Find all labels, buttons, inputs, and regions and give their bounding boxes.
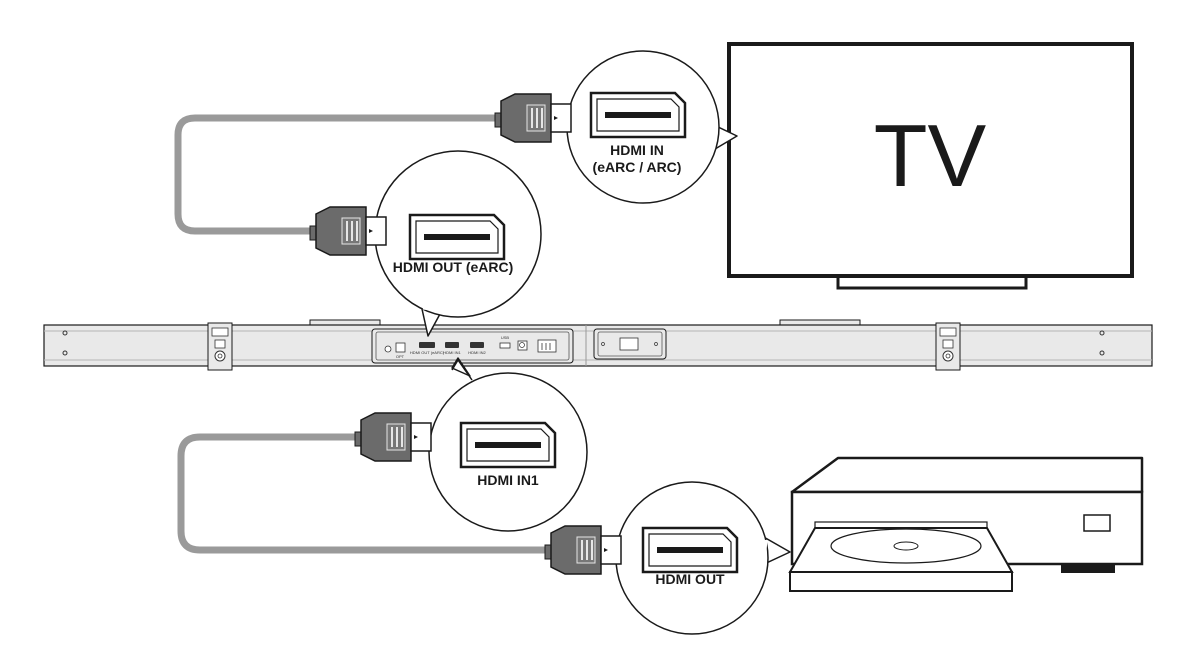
hdmi-plug-icon	[309, 206, 387, 256]
cable-tv-to-soundbar	[174, 114, 505, 235]
cable-player-to-soundbar	[177, 433, 550, 554]
media-player	[788, 456, 1144, 592]
wall-bracket-right	[935, 322, 961, 371]
soundbar-out-label: HDMI OUT (eARC)	[393, 259, 514, 275]
soundbar-in1-label: HDMI IN1	[477, 472, 539, 488]
hdmi-port-icon	[641, 526, 739, 574]
soundbar: OPT HDMI OUT (eARC) HDMI IN1 HDMI IN2 US…	[43, 319, 1153, 371]
panel-label-hdmi-out: HDMI OUT (eARC)	[410, 350, 445, 355]
rear-connector-panel: OPT HDMI OUT (eARC) HDMI IN1 HDMI IN2 US…	[371, 328, 574, 364]
panel-label-usb: USB	[501, 335, 510, 340]
hdmi-port-icon	[589, 91, 687, 139]
tv-port-label-line1: HDMI IN	[610, 142, 664, 158]
hdmi-plug-icon	[544, 525, 622, 575]
tv: TV	[727, 42, 1134, 290]
callout-tv-hdmi-in: HDMI IN (eARC / ARC)	[566, 50, 738, 204]
hdmi-plug-icon	[354, 412, 432, 462]
hdmi-plug-icon	[494, 93, 572, 143]
callout-soundbar-hdmi-in1: HDMI IN1	[428, 357, 588, 532]
service-panel	[593, 328, 667, 360]
panel-label-hdmi-in2: HDMI IN2	[468, 350, 486, 355]
panel-label-hdmi-in1: HDMI IN1	[443, 350, 461, 355]
callout-player-hdmi-out: HDMI OUT	[615, 481, 791, 635]
tv-port-label-line2: (eARC / ARC)	[593, 159, 682, 175]
hdmi-port-icon	[459, 421, 557, 469]
wall-bracket-left	[207, 322, 233, 371]
hdmi-port-icon	[408, 213, 506, 261]
tv-label: TV	[874, 106, 987, 205]
disc-tray	[788, 521, 1014, 592]
player-port-label: HDMI OUT	[655, 571, 725, 587]
panel-label-opt: OPT	[396, 354, 405, 359]
callout-soundbar-hdmi-out: HDMI OUT (eARC)	[374, 150, 542, 337]
